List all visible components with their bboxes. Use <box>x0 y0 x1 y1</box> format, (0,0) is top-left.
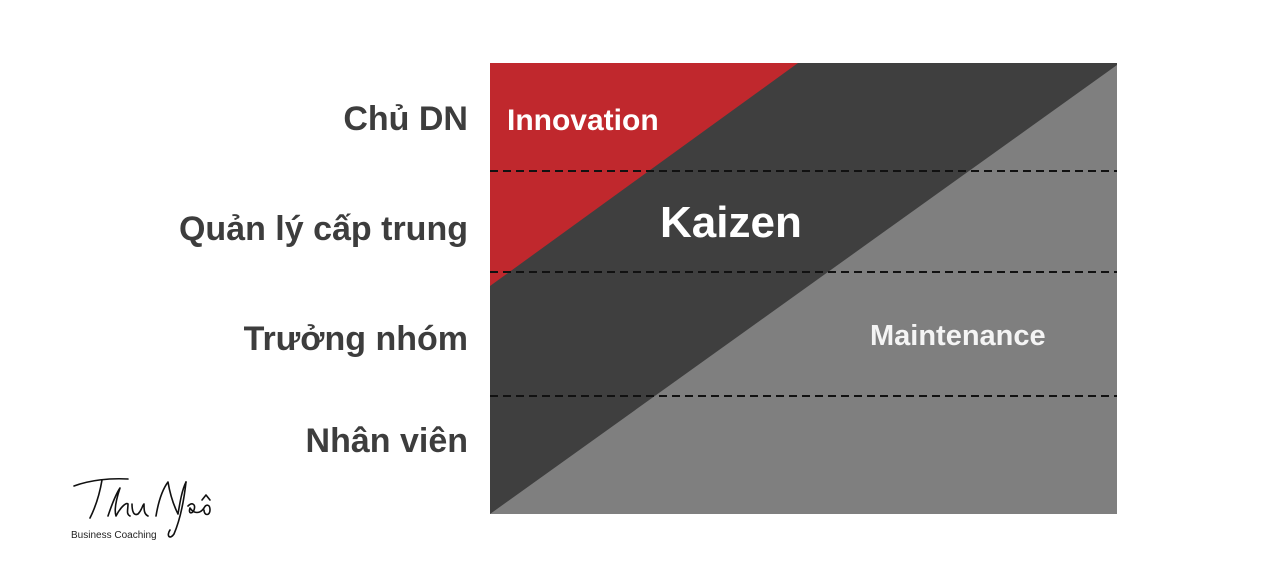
kaizen-zone <box>490 63 1117 514</box>
level-label-business-owner: Chủ DN <box>343 100 468 138</box>
level-label-middle-manager: Quản lý cấp trung <box>178 210 468 248</box>
signature-logo-icon <box>73 477 211 538</box>
kaizen-label: Kaizen <box>660 198 802 247</box>
logo-subtitle: Business Coaching <box>71 530 157 541</box>
level-label-employee: Nhân viên <box>305 422 468 460</box>
thu-ngo-logo: Business Coaching <box>70 470 230 545</box>
maintenance-label: Maintenance <box>870 320 1046 352</box>
innovation-label: Innovation <box>507 104 659 137</box>
innovation-zone <box>490 63 798 286</box>
diagram-graphic <box>490 63 1117 514</box>
kaizen-diagram: Innovation Kaizen Maintenance <box>490 63 1117 514</box>
level-label-team-leader: Trưởng nhóm <box>243 320 468 358</box>
